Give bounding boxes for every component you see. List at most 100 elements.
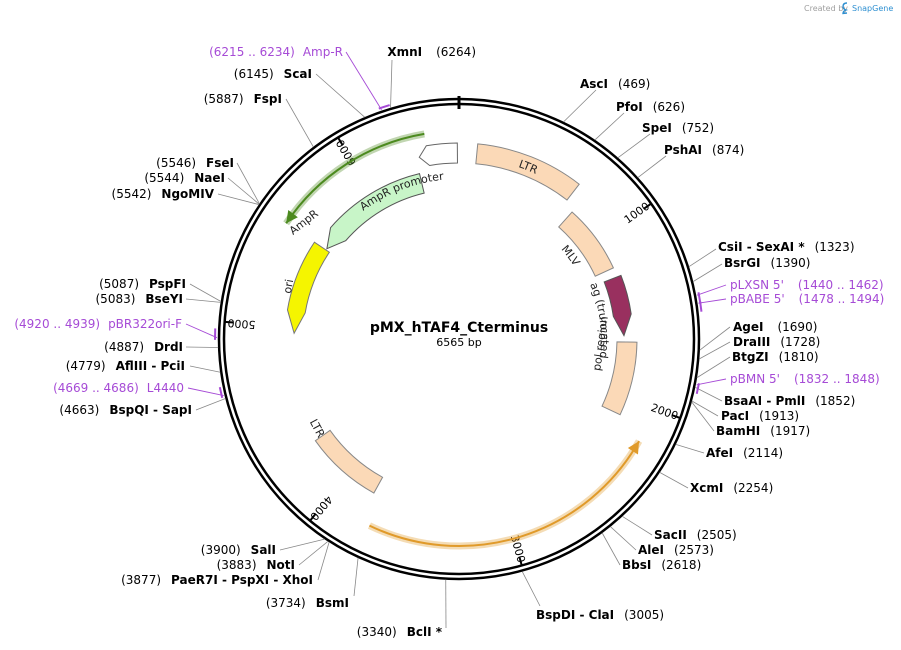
enzyme-label[interactable]: AgeI(1690) <box>733 320 817 334</box>
enzyme-label[interactable]: CsiI - SexAI *(1323) <box>718 240 855 254</box>
feature-ampr-promoter[interactable] <box>418 142 458 166</box>
enzyme-label[interactable]: (3340)BclI * <box>357 625 443 639</box>
primer-label[interactable]: (4669 .. 4686)L4440 <box>53 381 184 395</box>
enzyme-label[interactable]: (6145)ScaI <box>234 67 312 81</box>
enzyme-label[interactable]: (5083)BseYI <box>96 292 184 306</box>
enzyme-label[interactable]: (5542)NgoMIV <box>112 187 215 201</box>
enzyme-label[interactable]: (5087)PspFI <box>99 277 186 291</box>
feature-pol-region[interactable] <box>601 341 638 416</box>
enzyme-label[interactable]: DraIII(1728) <box>733 335 820 349</box>
primer-leader-line <box>345 51 382 110</box>
enzyme-leader-line <box>189 365 221 373</box>
feature-ltr-bottom[interactable] <box>314 429 384 494</box>
enzyme-label[interactable]: PshAI(874) <box>664 143 744 157</box>
enzyme-leader-line <box>691 400 719 417</box>
tick-mark <box>643 202 652 210</box>
enzyme-label[interactable]: (3883)NotI <box>217 558 295 572</box>
tick-label: 1000 <box>622 200 652 227</box>
enzyme-leader-line <box>622 515 653 536</box>
enzyme-label[interactable]: (4779)AflIII - PciI <box>66 359 185 373</box>
enzyme-label[interactable]: (3900)SalI <box>201 543 276 557</box>
feature-ampr[interactable] <box>326 173 425 250</box>
enzyme-leader-line <box>699 326 731 351</box>
feature-ori[interactable] <box>286 241 331 335</box>
primer-label[interactable]: pLXSN 5'(1440 .. 1462) <box>730 278 884 292</box>
feature-ltr-top[interactable] <box>475 143 580 201</box>
enzyme-leader-line <box>298 540 329 566</box>
enzyme-leader-line <box>594 112 625 141</box>
primer-label[interactable]: pBMN 5'(1832 .. 1848) <box>730 372 880 386</box>
enzyme-leader-line <box>315 73 365 118</box>
enzyme-label[interactable]: AscI(469) <box>580 77 650 91</box>
enzyme-leader-line <box>189 283 222 302</box>
enzyme-leader-line <box>185 298 221 303</box>
tick-mark <box>671 414 681 420</box>
enzyme-label[interactable]: SacII(2505) <box>654 528 737 542</box>
enzyme-leader-line <box>698 341 731 360</box>
primer-leader-line <box>696 284 727 296</box>
enzyme-label[interactable]: BsaAI - PmlI(1852) <box>724 394 855 408</box>
primer-arrow-icon <box>699 300 703 312</box>
enzyme-label[interactable]: (5544)NaeI <box>144 171 225 185</box>
primer-leader-line <box>185 323 218 339</box>
orf-arc[interactable] <box>285 132 425 224</box>
enzyme-label[interactable]: (3734)BsmI <box>266 596 349 610</box>
enzyme-label[interactable]: AfeI(2114) <box>706 446 783 460</box>
enzyme-leader-line <box>521 571 541 607</box>
feature-label-ori: ori <box>281 278 296 294</box>
enzyme-label[interactable]: BamHI(1917) <box>716 424 810 438</box>
enzyme-leader-line <box>659 472 689 489</box>
enzyme-label[interactable]: BbsI(2618) <box>622 558 701 572</box>
enzyme-leader-line <box>688 248 717 268</box>
enzyme-leader-line <box>195 398 226 411</box>
enzyme-label[interactable]: BtgZI(1810) <box>732 350 819 364</box>
feature-mmlv-psi[interactable] <box>558 211 615 277</box>
primer-label[interactable]: (6215 .. 6234)Amp-R <box>209 45 343 59</box>
enzyme-leader-line <box>236 162 260 205</box>
enzyme-leader-line <box>610 526 637 551</box>
primer-leader-line <box>698 298 727 304</box>
enzyme-label[interactable]: (4887)DrdI <box>104 340 183 354</box>
orf-arc[interactable] <box>369 440 640 547</box>
feature-gag-truncated[interactable] <box>603 274 632 337</box>
credit-text: Created by <box>804 4 848 13</box>
primer-label[interactable]: (4920 .. 4939)pBR322ori-F <box>14 317 182 331</box>
enzyme-leader-line <box>285 98 314 148</box>
enzyme-leader-line <box>637 155 667 178</box>
enzyme-leader-line <box>601 532 621 566</box>
enzyme-leader-line <box>696 356 731 379</box>
enzyme-label[interactable]: PacI(1913) <box>721 409 799 423</box>
enzyme-label[interactable]: BspDI - ClaI(3005) <box>536 608 664 622</box>
tick-label: 5000 <box>227 316 256 331</box>
credit-brand: SnapGene <box>852 4 893 13</box>
primer-label[interactable]: pBABE 5'(1478 .. 1494) <box>730 292 884 306</box>
enzyme-label[interactable]: BsrGI(1390) <box>724 256 810 270</box>
enzyme-leader-line <box>617 133 651 159</box>
primer-arrow-icon <box>218 386 224 399</box>
enzyme-label[interactable]: (5546)FseI <box>156 156 234 170</box>
orf-arrowhead-icon <box>627 441 640 455</box>
enzyme-label[interactable]: AleI(2573) <box>638 543 714 557</box>
enzyme-leader-line <box>279 538 325 551</box>
enzyme-label[interactable]: XcmI(2254) <box>690 481 773 495</box>
plasmid-length: 6565 bp <box>436 336 481 349</box>
enzyme-leader-line <box>691 401 715 432</box>
enzyme-leader-line <box>227 177 260 205</box>
enzyme-label[interactable]: SpeI(752) <box>642 121 714 135</box>
enzyme-leader-line <box>675 443 705 454</box>
features: LTR AmpR promoter gag (truncated) MMLV ψ… <box>0 0 638 494</box>
orf-arrowhead-icon <box>286 209 298 224</box>
orf-arc-glow <box>367 439 643 550</box>
enzyme-label[interactable]: (4663)BspQI - SapI <box>59 403 192 417</box>
enzyme-label[interactable]: PfoI(626) <box>616 100 685 114</box>
enzyme-leader-line <box>353 557 359 597</box>
enzyme-label[interactable]: (5887)FspI <box>204 92 282 106</box>
feature-label-ampr-promoter: AmpR promoter <box>357 170 444 214</box>
snapgene-logo-icon <box>842 2 849 15</box>
enzyme-leader-line <box>390 59 393 108</box>
label-leader-lines <box>185 51 731 629</box>
enzyme-label[interactable]: XmnI(6264) <box>387 45 476 59</box>
enzyme-label[interactable]: (3877)PaeR7I - PspXI - XhoI <box>121 573 313 587</box>
tick-mark <box>309 513 317 522</box>
plasmid-name: pMX_hTAF4_Cterminus <box>370 320 548 336</box>
